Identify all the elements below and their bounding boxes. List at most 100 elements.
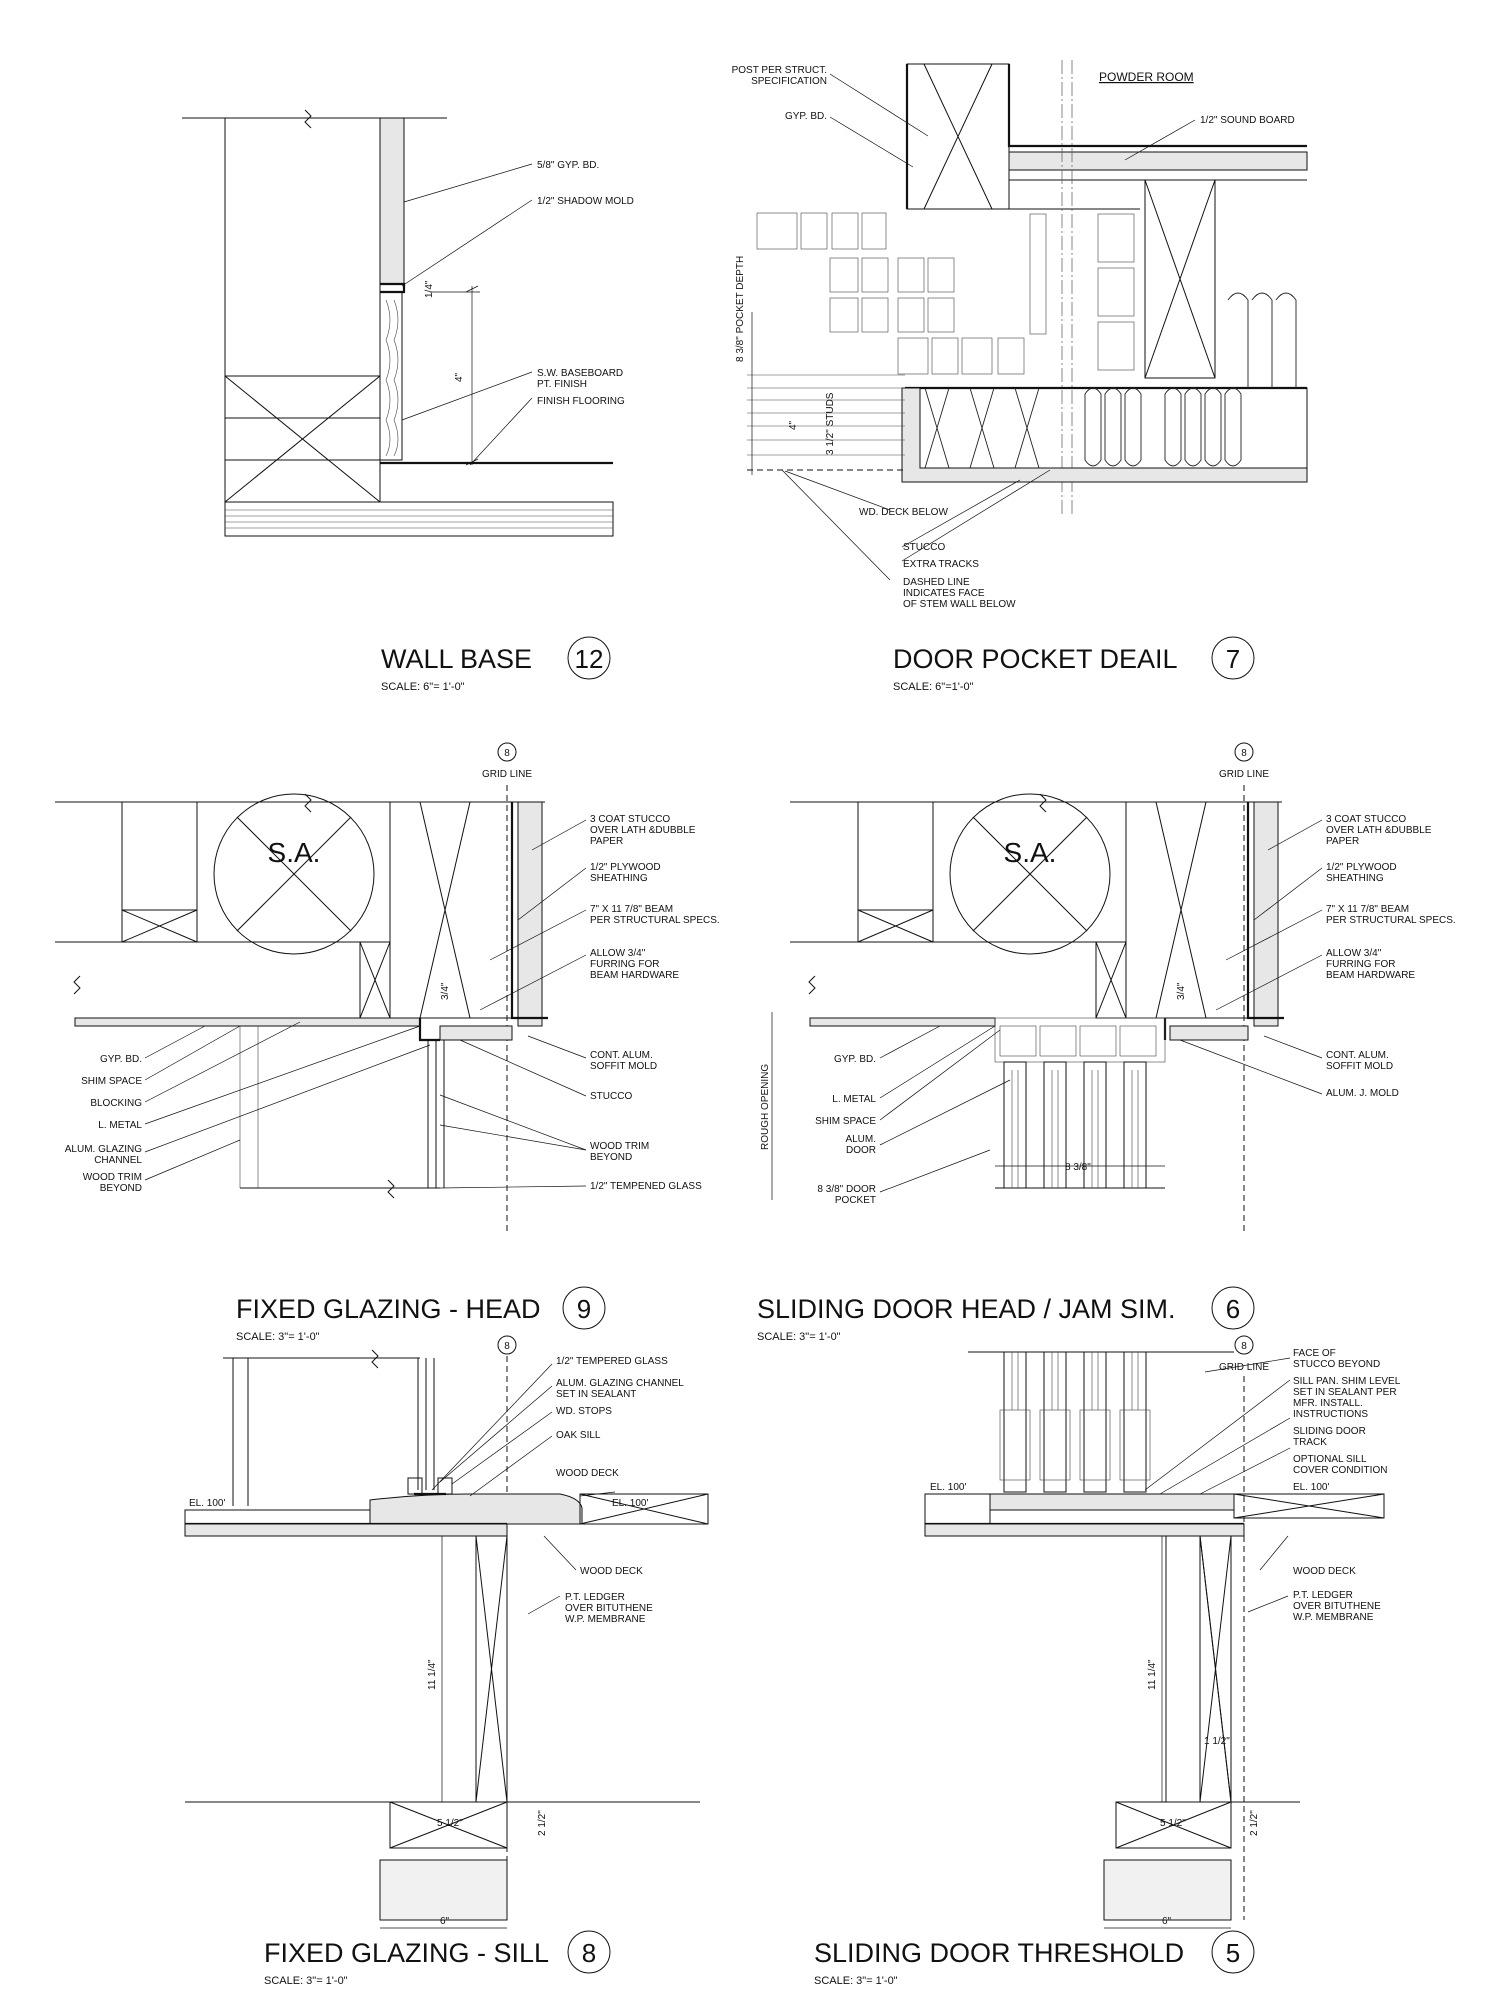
note-wood-trim-left-head: WOOD TRIM bbox=[83, 1172, 142, 1183]
note-post-struct: POST PER STRUCT. bbox=[732, 65, 827, 76]
note-soffit-mold-head: SOFFIT MOLD bbox=[590, 1061, 657, 1072]
note-alum-door-2: DOOR bbox=[846, 1145, 876, 1156]
note-wood-deck-top-sill: WOOD DECK bbox=[556, 1468, 619, 1479]
note-blocking-head: BLOCKING bbox=[90, 1098, 142, 1109]
note-l-metal-head: L. METAL bbox=[98, 1120, 142, 1131]
note-allow-furring-head: ALLOW 3/4" bbox=[590, 948, 646, 959]
note-extra-tracks: EXTRA TRACKS bbox=[903, 559, 979, 570]
detail-number-9: 9 bbox=[577, 1294, 591, 1324]
note-over-lath-door: OVER LATH &DUBBLE bbox=[1326, 825, 1432, 836]
note-soffit-mold-door: SOFFIT MOLD bbox=[1326, 1061, 1393, 1072]
dim-1-1-2-threshold: 1 1/2" bbox=[1204, 1736, 1230, 1747]
dim-11-1-4-sill: 11 1/4" bbox=[427, 1659, 438, 1690]
note-indicates-face: INDICATES FACE bbox=[903, 588, 985, 599]
note-beam-head: 7" X 11 7/8" BEAM bbox=[590, 904, 673, 915]
note-allow-furring-door: ALLOW 3/4" bbox=[1326, 948, 1382, 959]
note-beam-hardware-door: BEAM HARDWARE bbox=[1326, 970, 1415, 981]
note-plywood-door: 1/2" PLYWOOD bbox=[1326, 862, 1397, 873]
note-stucco-head: STUCCO bbox=[590, 1091, 632, 1102]
note-channel-head: CHANNEL bbox=[94, 1155, 142, 1166]
note-3-coat-stucco-door: 3 COAT STUCCO bbox=[1326, 814, 1406, 825]
note-3-coat-stucco-head: 3 COAT STUCCO bbox=[590, 814, 670, 825]
note-instructions: INSTRUCTIONS bbox=[1293, 1409, 1368, 1420]
note-sheathing-head: SHEATHING bbox=[590, 873, 648, 884]
note-face-of: FACE OF bbox=[1293, 1348, 1336, 1359]
note-beam-door: 7" X 11 7/8" BEAM bbox=[1326, 904, 1409, 915]
title-wall-base: WALL BASE bbox=[381, 644, 532, 674]
detail-door-pocket: POWDER ROOM bbox=[732, 60, 1308, 693]
note-bituthene-sill: OVER BITUTHENE bbox=[565, 1603, 653, 1614]
scale-door-pocket: SCALE: 6"=1'-0" bbox=[893, 681, 974, 693]
grid-line-label-threshold: GRID LINE bbox=[1219, 1362, 1269, 1373]
note-tempered-glass-sill: 1/2" TEMPERED GLASS bbox=[556, 1356, 668, 1367]
note-cover-condition: COVER CONDITION bbox=[1293, 1465, 1387, 1476]
supply-air-label-door-head: S.A. bbox=[1004, 837, 1057, 868]
scale-sliding-door-threshold: SCALE: 3"= 1'-0" bbox=[814, 1975, 898, 1987]
dim-2-1-2-sill: 2 1/2" bbox=[537, 1810, 548, 1836]
note-wood-deck-sill: WOOD DECK bbox=[580, 1566, 643, 1577]
room-name-powder-room: POWDER ROOM bbox=[1099, 70, 1194, 84]
supply-air-label-head: S.A. bbox=[268, 837, 321, 868]
note-wood-deck-threshold: WOOD DECK bbox=[1293, 1566, 1356, 1577]
note-pt-ledger-sill: P.T. LEDGER bbox=[565, 1592, 625, 1603]
elevation-left-sill: EL. 100' bbox=[189, 1498, 225, 1509]
grid-bubble-8-head: 8 bbox=[504, 748, 510, 759]
note-plywood-head: 1/2" PLYWOOD bbox=[590, 862, 661, 873]
dim-5-1-2-sill: 5 1/2" bbox=[437, 1818, 463, 1829]
dim-3-4-head: 3/4" bbox=[440, 982, 451, 1000]
note-wd-deck-below: WD. DECK BELOW bbox=[859, 507, 948, 518]
detail-number-6: 6 bbox=[1226, 1294, 1240, 1324]
note-beyond-left-head: BEYOND bbox=[100, 1183, 142, 1194]
title-door-pocket: DOOR POCKET DEAIL bbox=[893, 644, 1178, 674]
detail-sliding-door-head: 8 GRID LINE S.A. bbox=[757, 742, 1456, 1343]
note-wd-stops: WD. STOPS bbox=[556, 1406, 612, 1417]
note-furring-for-door: FURRING FOR bbox=[1326, 959, 1395, 970]
dim-6-sill: 6" bbox=[440, 1916, 450, 1927]
note-post-spec: SPECIFICATION bbox=[751, 76, 827, 87]
note-tempened-glass: 1/2" TEMPENED GLASS bbox=[590, 1181, 702, 1192]
note-pt-ledger-threshold: P.T. LEDGER bbox=[1293, 1590, 1353, 1601]
dim-5-1-2-threshold: 5 1/2" bbox=[1160, 1818, 1186, 1829]
scale-fixed-glazing-head: SCALE: 3"= 1'-0" bbox=[236, 1331, 320, 1343]
note-j-mold: ALUM. J. MOLD bbox=[1326, 1088, 1399, 1099]
note-sealant-per: SET IN SEALANT PER bbox=[1293, 1387, 1397, 1398]
note-sill-pan: SILL PAN. SHIM LEVEL bbox=[1293, 1376, 1401, 1387]
detail-fixed-glazing-sill: 8 11 1/4" 5 1/2" 2 1/2" 6" bbox=[184, 1335, 709, 1987]
grid-line-label-door-head: GRID LINE bbox=[1219, 769, 1269, 780]
note-paper-head: PAPER bbox=[590, 836, 623, 847]
note-door-pocket-2: POCKET bbox=[835, 1195, 876, 1206]
detail-number-7: 7 bbox=[1226, 644, 1240, 674]
note-shim-space-head: SHIM SPACE bbox=[81, 1076, 142, 1087]
note-shim-space-door: SHIM SPACE bbox=[815, 1116, 876, 1127]
title-fixed-glazing-sill: FIXED GLAZING - SILL bbox=[264, 1938, 549, 1968]
note-gyp-bd-head: GYP. BD. bbox=[100, 1054, 142, 1065]
dim-8-3-8-door: 8 3/8" bbox=[1065, 1162, 1091, 1173]
scale-wall-base: SCALE: 6"= 1'-0" bbox=[381, 681, 465, 693]
detail-number-8: 8 bbox=[582, 1938, 596, 1968]
title-sliding-door-threshold: SLIDING DOOR THRESHOLD bbox=[814, 1938, 1184, 1968]
scale-fixed-glazing-sill: SCALE: 3"= 1'-0" bbox=[264, 1975, 348, 1987]
detail-number-5: 5 bbox=[1226, 1938, 1240, 1968]
note-alum-door-1: ALUM. bbox=[845, 1134, 876, 1145]
scale-sliding-door-head: SCALE: 3"= 1'-0" bbox=[757, 1331, 841, 1343]
grid-bubble-8-sill: 8 bbox=[504, 1341, 510, 1352]
note-gyp-bd-pocket: GYP. BD. bbox=[785, 111, 827, 122]
note-over-lath-head: OVER LATH &DUBBLE bbox=[590, 825, 696, 836]
note-gyp-bd: 5/8" GYP. BD. bbox=[537, 160, 599, 171]
note-beam-spec-head: PER STRUCTURAL SPECS. bbox=[590, 915, 720, 926]
note-membrane-sill: W.P. MEMBRANE bbox=[565, 1614, 646, 1625]
note-sound-board: 1/2" SOUND BOARD bbox=[1200, 115, 1295, 126]
note-optional-sill: OPTIONAL SILL bbox=[1293, 1454, 1367, 1465]
note-sliding-door: SLIDING DOOR bbox=[1293, 1426, 1366, 1437]
note-stucco-beyond: STUCCO BEYOND bbox=[1293, 1359, 1380, 1370]
note-sheathing-door: SHEATHING bbox=[1326, 873, 1384, 884]
detail-number-12: 12 bbox=[575, 644, 604, 674]
note-beam-spec-door: PER STRUCTURAL SPECS. bbox=[1326, 915, 1456, 926]
note-cont-alum-head: CONT. ALUM. bbox=[590, 1050, 653, 1061]
note-stucco-pocket: STUCCO bbox=[903, 542, 945, 553]
note-set-in-sealant-sill: SET IN SEALANT bbox=[556, 1389, 636, 1400]
elevation-right-threshold: EL. 100' bbox=[1293, 1482, 1329, 1493]
note-cont-alum-door: CONT. ALUM. bbox=[1326, 1050, 1389, 1061]
dim-2-1-2-threshold: 2 1/2" bbox=[1249, 1810, 1260, 1836]
